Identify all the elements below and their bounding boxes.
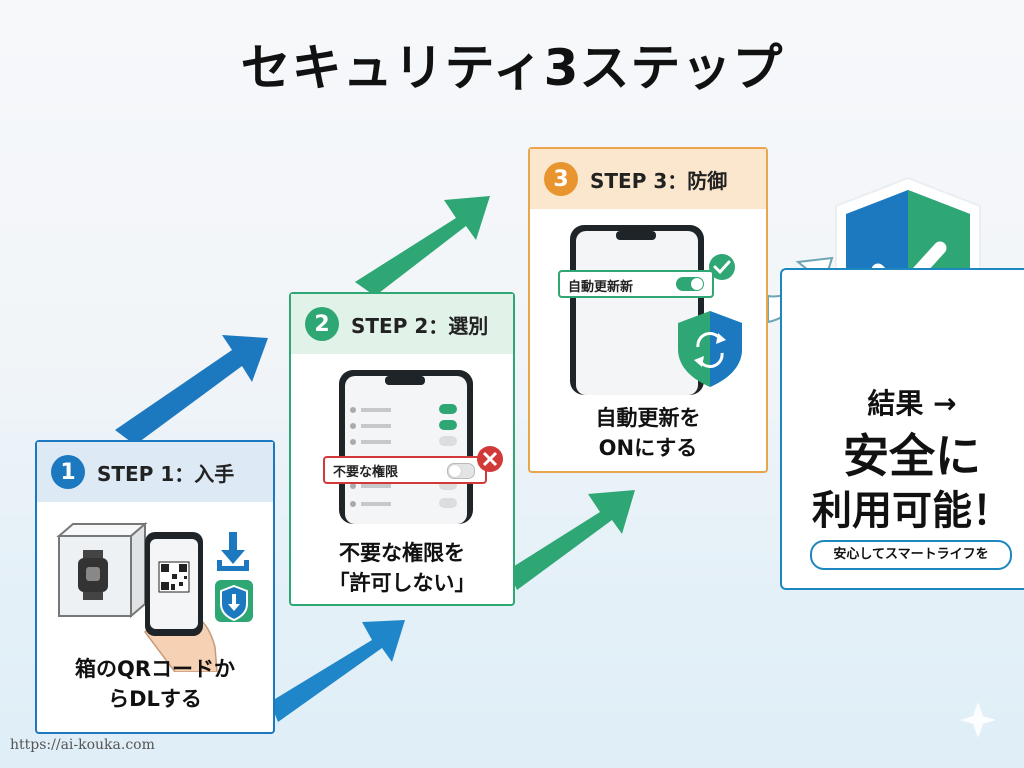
auto-update-row[interactable]: 自動更新新 [558, 270, 714, 298]
step2-caption: 不要な権限を 「許可しない」 [291, 538, 513, 598]
hand-phone-icon [144, 532, 218, 672]
step2-label: STEP 2：選別 [351, 313, 489, 338]
step2-caption-line1: 不要な権限を [339, 541, 465, 565]
step3-number: 3 [544, 162, 578, 196]
shield-download-icon [215, 580, 253, 622]
step2-number: 2 [305, 307, 339, 341]
result-panel: 結果 → 安全に 利用可能！ 安心してスマートライフを [780, 268, 1024, 590]
result-line3: 利用可能！ [812, 488, 1012, 534]
step1-illustration [56, 521, 253, 672]
step3-card: 3 STEP 3：防御 自動更新新 自動更新を ONにする [528, 147, 768, 473]
step2-caption-line2: 「許可しない」 [328, 571, 476, 595]
product-box-icon [56, 521, 148, 619]
shield-sync-icon [678, 311, 742, 387]
sparkle-icon [960, 702, 996, 738]
step1-caption-line2: らDLする [108, 687, 202, 711]
step3-caption-line2: ONにする [598, 436, 698, 460]
step1-number: 1 [51, 455, 85, 489]
unneeded-permission-row[interactable]: 不要な権限 [323, 456, 487, 484]
unneeded-permission-label: 不要な権限 [333, 465, 399, 480]
result-badge: 安心してスマートライフを [810, 540, 1012, 570]
step3-caption: 自動更新を ONにする [530, 403, 766, 463]
download-icon [217, 532, 249, 571]
result-line2: 安全に [843, 429, 981, 483]
step1-card: 1 STEP 1：入手 [35, 440, 275, 734]
result-line1: 結果 → [867, 387, 957, 420]
check-icon [709, 254, 735, 280]
arrow-blue-upper [115, 335, 268, 445]
step1-header: 1 STEP 1：入手 [37, 442, 273, 502]
step1-caption-line1: 箱のQRコードか [74, 657, 236, 681]
step3-header: 3 STEP 3：防御 [530, 149, 766, 209]
arrow-blue-lower [270, 620, 405, 722]
error-x-icon [477, 446, 503, 472]
page-title: セキュリティ3ステップ [240, 39, 784, 97]
qr-code-icon [158, 561, 190, 593]
arrow-green-lower [508, 490, 635, 590]
step2-card: 2 STEP 2：選別 不要な権限 不要な [289, 292, 515, 606]
auto-update-label: 自動更新新 [568, 280, 634, 295]
auto-update-toggle-on[interactable] [676, 277, 704, 291]
step2-header: 2 STEP 2：選別 [291, 294, 513, 354]
step3-illustration [570, 225, 742, 395]
smartwatch-icon [78, 550, 108, 600]
arrow-green-upper [355, 196, 490, 296]
step1-label: STEP 1：入手 [97, 461, 235, 486]
permission-toggle-off[interactable] [447, 463, 475, 479]
step3-caption-line1: 自動更新を [595, 406, 701, 430]
phone-frame [570, 225, 704, 395]
step3-label: STEP 3：防御 [590, 168, 728, 193]
watermark-url: https://ai-kouka.com [10, 737, 155, 753]
step1-caption: 箱のQRコードか らDLする [37, 654, 273, 714]
